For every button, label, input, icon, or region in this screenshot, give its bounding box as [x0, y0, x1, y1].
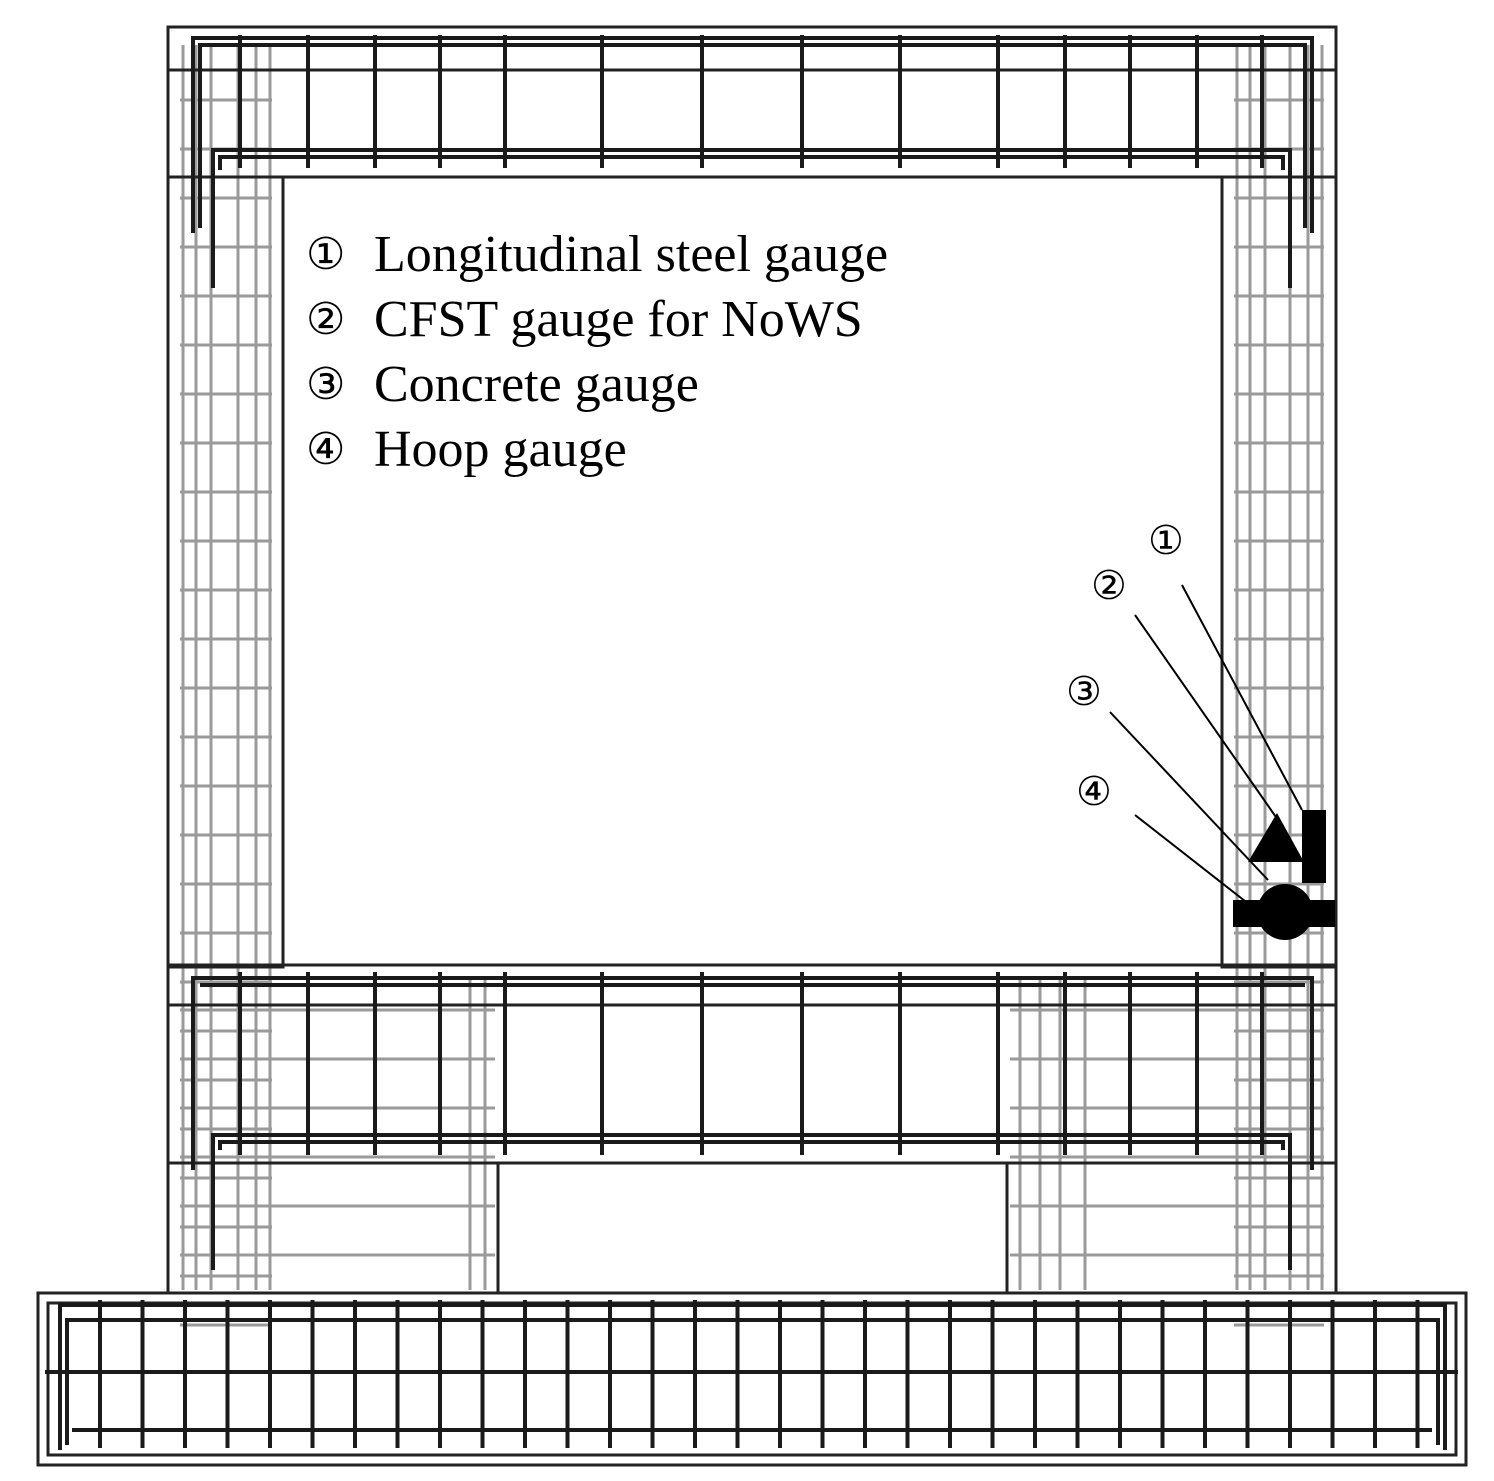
gauge-marker-2: ②	[1091, 563, 1127, 609]
leader-4	[1134, 814, 1251, 906]
specimen-outline	[36, 25, 1468, 1467]
top-beam-outer-bar	[198, 43, 1307, 228]
foundation-outer-bar	[58, 1303, 1447, 1450]
legend-number: ③	[306, 358, 346, 410]
legend-number: ②	[306, 293, 346, 345]
legend-item: ④ Hoop gauge	[306, 417, 888, 482]
legend-number: ①	[306, 228, 346, 280]
top-beam-bottom-bar	[218, 155, 1285, 170]
legend-number: ④	[306, 423, 346, 475]
gauge-marker-4: ④	[1076, 769, 1112, 815]
beam-reinforcement	[45, 35, 1458, 1450]
leader-3	[1109, 711, 1269, 881]
column-reinforcement-grid	[180, 45, 1324, 1327]
cfst-gauge-symbol	[1248, 813, 1304, 862]
legend-item: ① Longitudinal steel gauge	[306, 222, 888, 287]
middle-beam-top-bar	[191, 976, 1314, 1170]
concrete-gauge-symbol	[1257, 884, 1313, 940]
legend-label: CFST gauge for NoWS	[374, 290, 863, 348]
gauge-leader-lines	[1109, 584, 1303, 906]
middle-beam-bottom-bar	[218, 1140, 1285, 1150]
legend-item: ③ Concrete gauge	[306, 352, 888, 417]
legend-label: Hoop gauge	[374, 420, 627, 478]
gauge-marker-3: ③	[1066, 669, 1102, 715]
legend-label: Longitudinal steel gauge	[374, 225, 889, 283]
top-beam-outer-bar	[191, 36, 1314, 233]
foundation-bar	[65, 1318, 1440, 1445]
legend: ① Longitudinal steel gauge ② CFST gauge …	[306, 222, 888, 482]
leader-2	[1134, 614, 1286, 831]
longitudinal-steel-gauge-symbol	[1302, 810, 1326, 883]
middle-beam-bottom-bar	[211, 1133, 1292, 1270]
foundation-beam	[36, 1291, 1468, 1467]
right-column	[1220, 175, 1338, 969]
top-beam-bottom-bar	[211, 148, 1292, 288]
middle-beam	[166, 963, 1338, 1165]
legend-item: ② CFST gauge for NoWS	[306, 287, 888, 352]
legend-label: Concrete gauge	[374, 355, 699, 413]
gauge-marker-1: ①	[1148, 518, 1184, 564]
left-column	[166, 175, 285, 969]
gauge-symbols	[1233, 810, 1335, 940]
top-beam	[166, 25, 1338, 179]
leader-1	[1181, 584, 1303, 811]
